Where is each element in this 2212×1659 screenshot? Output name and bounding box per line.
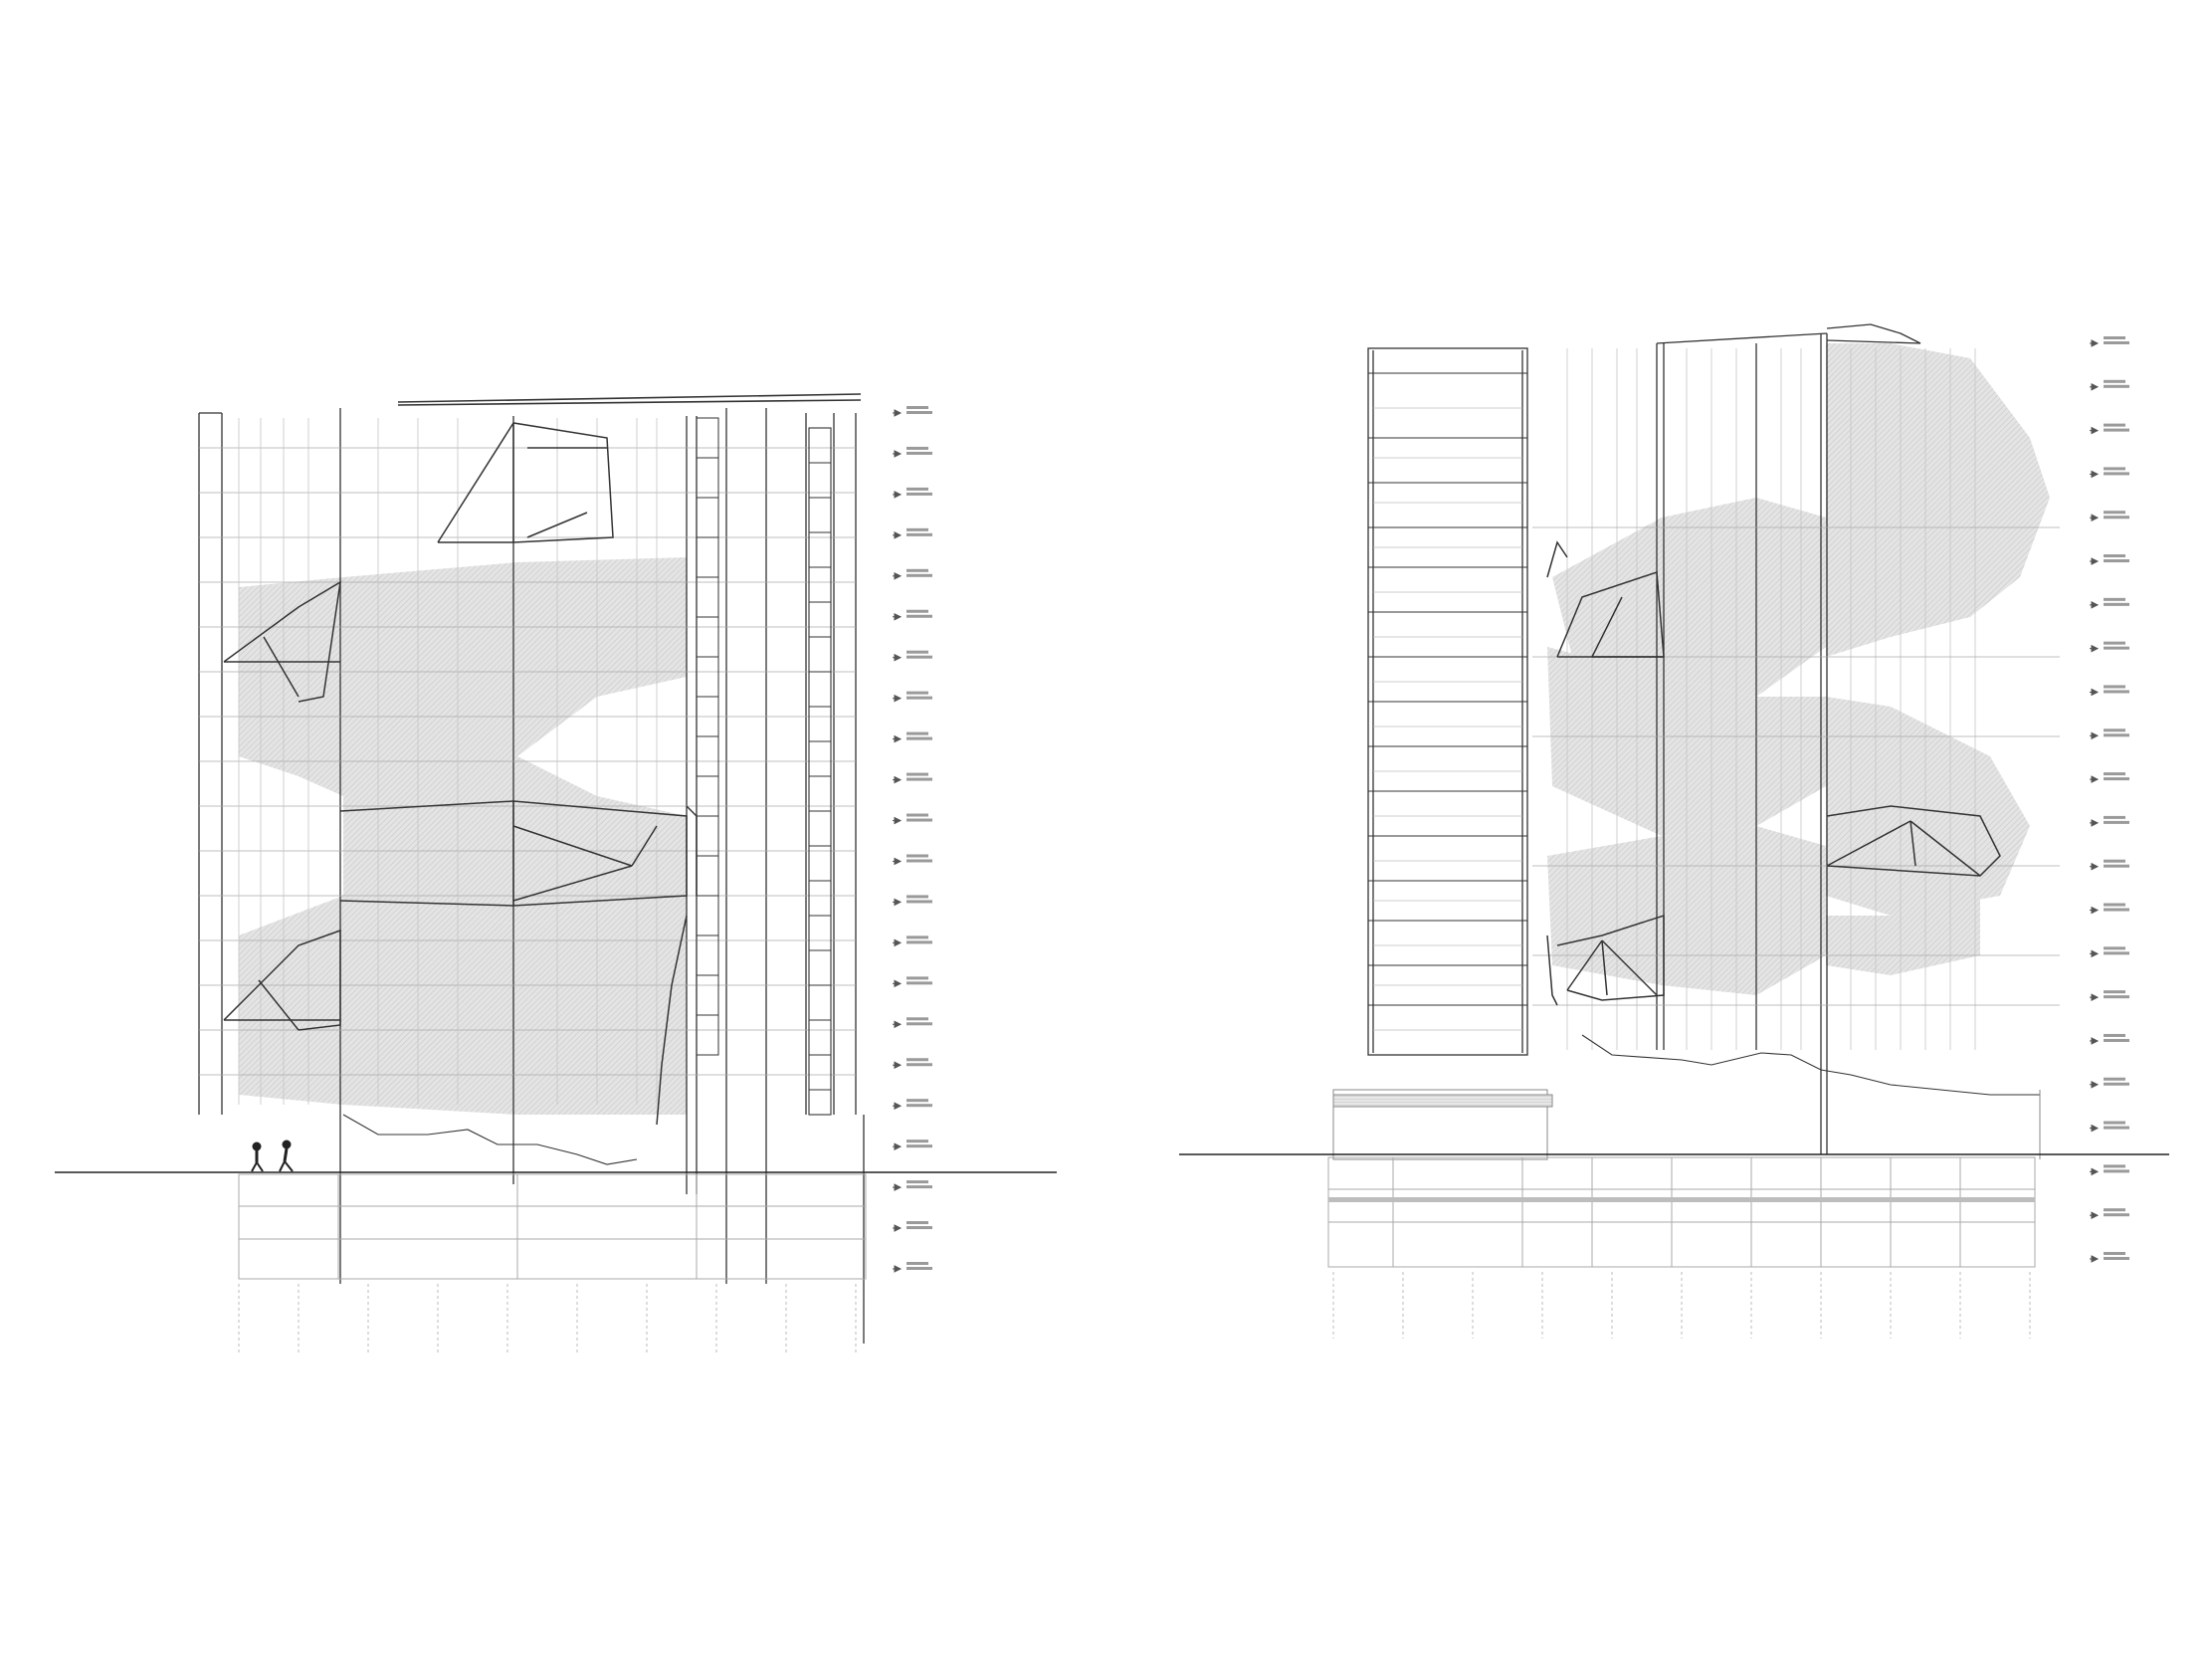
section-a-level-marker [893, 1262, 932, 1273]
section-a-level-marker [893, 1140, 932, 1150]
section-a-level-marker [893, 487, 932, 499]
section-b-level-marker [2090, 946, 2129, 958]
section-b-atrium-shading [1547, 343, 2050, 995]
section-a-level-marker [893, 1058, 932, 1070]
section-b-level-marker [2090, 1077, 2129, 1089]
section-b-level-marker [2090, 379, 2129, 391]
section-b-level-marker [2090, 467, 2129, 479]
section-a-level-marker [893, 976, 932, 988]
section-b-left-block-light-floors [1373, 407, 1522, 1031]
section-a-level-marker [893, 1180, 932, 1191]
section-a-level-marker [893, 650, 932, 662]
section-b-bracing [1546, 540, 2001, 1006]
section-a-foundation-piles [238, 1284, 857, 1353]
section-a-level-marker [893, 772, 932, 784]
section-a-structure [198, 408, 865, 1344]
section-b-level-marker [2090, 903, 2129, 915]
section-b-left-block-floors [1368, 372, 1527, 1006]
section-b-level-marker [2090, 554, 2129, 565]
section-a-level-marker [893, 609, 932, 621]
section-a-basement [238, 1173, 867, 1280]
section-b-level-marker [2090, 728, 2129, 740]
section-a-level-marker [893, 406, 932, 417]
section-b-level-marker [2090, 511, 2129, 522]
section-b-level-marker [2090, 1033, 2129, 1045]
section-b-level-marker [2090, 423, 2129, 435]
section-b-level-marker [2090, 641, 2129, 653]
section-b-ground-terrain [1581, 1034, 2040, 1096]
section-b-basement-slab [1328, 1197, 2035, 1202]
section-b-level-marker [2090, 336, 2129, 347]
section-a-atrium-shading [239, 557, 687, 1115]
section-b-basement [1327, 1156, 2036, 1268]
section-b-mullions [1566, 348, 1976, 1050]
section-b-podium [1332, 1089, 2041, 1160]
section-a-level-marker [893, 731, 932, 743]
section-b-level-marker [2090, 1252, 2129, 1263]
section-a-level-marker [893, 446, 932, 458]
section-a-bracing [223, 422, 698, 1126]
section-b-level-marker [2090, 772, 2129, 783]
section-b-floor-lines [1532, 526, 2060, 1006]
section-a-roof [397, 393, 862, 406]
section-a-level-marker [893, 691, 932, 703]
section-b-level-marker [2090, 1164, 2129, 1176]
section-b-level-marker [2090, 685, 2129, 697]
section-b-level-markers [2090, 336, 2129, 1263]
section-a-ladder-column-2 [696, 417, 719, 1056]
section-a-level-marker [893, 895, 932, 907]
section-a-level-marker [893, 527, 932, 539]
section-b-level-marker [2090, 597, 2129, 609]
section-b-foundation-piles [1332, 1272, 2031, 1339]
section-a-level-marker [893, 854, 932, 866]
section-a-level-marker [893, 1017, 932, 1029]
section-a [55, 393, 1057, 1353]
section-b-level-marker [2090, 1121, 2129, 1133]
section-a-level-marker [893, 1099, 932, 1110]
section-a-mullions [238, 418, 658, 1105]
section-b-level-marker [2090, 1208, 2129, 1219]
section-a-human-figures [251, 1140, 294, 1172]
section-b-level-marker [2090, 990, 2129, 1001]
section-a-level-marker [893, 1221, 932, 1232]
section-a-level-marker [893, 813, 932, 825]
section-a-level-marker [893, 935, 932, 947]
section-a-level-marker [893, 568, 932, 580]
section-a-level-markers [893, 406, 932, 1273]
section-a-ladder-column [808, 427, 832, 1116]
section-a-ground-terrain [342, 1114, 638, 1165]
section-b-level-marker [2090, 859, 2129, 871]
section-b-level-marker [2090, 815, 2129, 827]
section-b [1179, 323, 2169, 1339]
